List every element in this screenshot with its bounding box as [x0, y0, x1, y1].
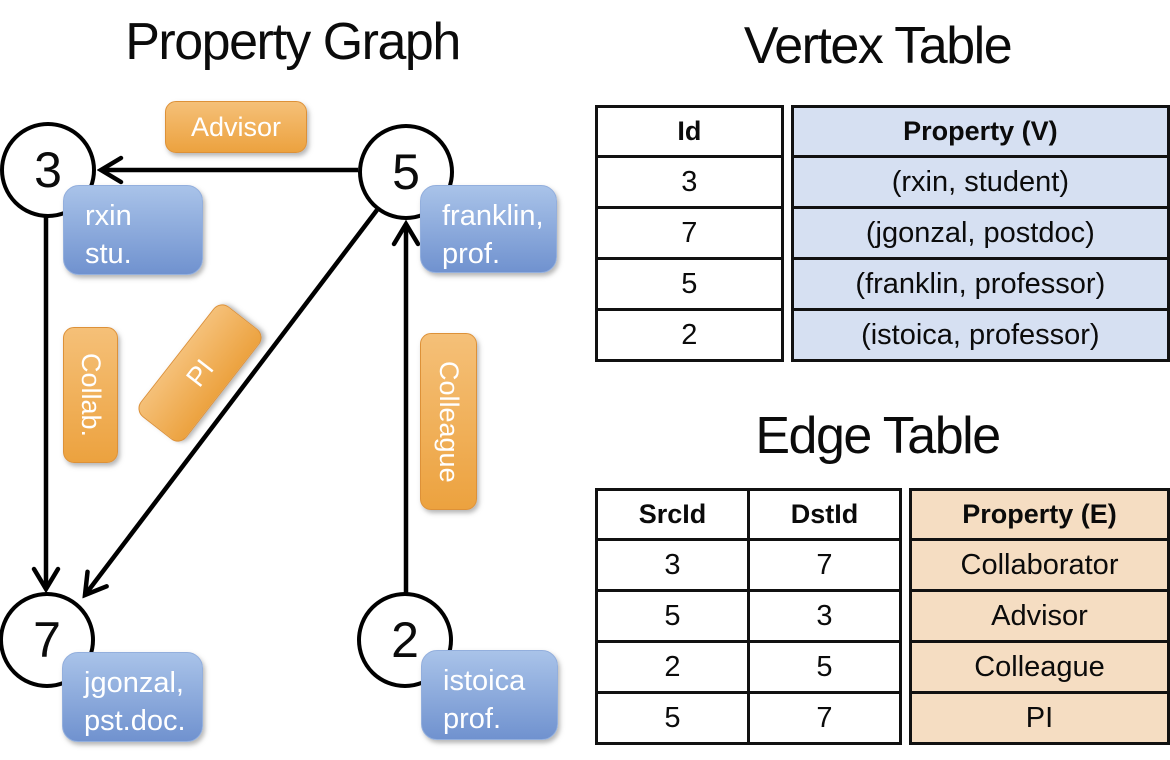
table-cell: 7 [747, 538, 902, 592]
table-cell: 7 [747, 691, 902, 745]
table-cell: 3 [595, 538, 750, 592]
table-cell: 3 [747, 589, 902, 643]
node-prop-line: istoica [443, 665, 526, 697]
edge-table-id-columns: SrcId DstId 3 7 5 3 2 5 5 7 [595, 488, 902, 745]
table-cell: 7 [595, 206, 784, 260]
node-prop-franklin: franklin, prof. [420, 185, 557, 273]
edge-table-header-property: Property (E) [909, 488, 1170, 541]
node-prop-line: jgonzal, [84, 667, 184, 699]
edge-label-text: Colleague [434, 360, 464, 483]
edge-label-text: PI [179, 353, 220, 392]
edge-table-property-column: Property (E) Collaborator Advisor Collea… [909, 488, 1170, 745]
graph-edges [0, 0, 585, 760]
table-cell: 5 [595, 691, 750, 745]
table-cell: 2 [595, 308, 784, 362]
node-id-label: 5 [392, 144, 420, 200]
node-id-label: 3 [34, 142, 62, 198]
node-prop-line: rxin [85, 200, 132, 232]
node-prop-jgonzal: jgonzal, pst.doc. [62, 652, 203, 742]
edge-table-title: Edge Table [755, 407, 1001, 465]
edge-label-advisor: Advisor [165, 101, 307, 153]
graph-node-2: 2 [357, 592, 453, 688]
vertex-table-header-property: Property (V) [790, 105, 1170, 158]
node-id-label: 7 [33, 612, 61, 668]
edge-table: SrcId DstId 3 7 5 3 2 5 5 7 Property (E)… [595, 488, 1170, 745]
vertex-table-id-column: Id 3 7 5 2 [595, 105, 784, 362]
graph-node-5: 5 [358, 124, 454, 220]
edge-label-collab: Collab. [63, 327, 118, 463]
node-prop-line: pst.doc. [84, 705, 186, 737]
table-cell: (rxin, student) [790, 155, 1170, 209]
table-cell: PI [909, 691, 1170, 745]
table-cell: (franklin, professor) [790, 257, 1170, 311]
vertex-table-title: Vertex Table [743, 17, 1013, 75]
table-cell: (jgonzal, postdoc) [790, 206, 1170, 260]
table-cell: (istoica, professor) [790, 308, 1170, 362]
node-prop-istoica: istoica prof. [421, 650, 558, 740]
node-prop-line: prof. [443, 703, 502, 735]
table-cell: 5 [747, 640, 902, 694]
node-prop-line: prof. [442, 238, 501, 270]
table-cell: 5 [595, 257, 784, 311]
table-cell: Advisor [909, 589, 1170, 643]
node-prop-line: franklin, [442, 200, 544, 232]
edge-table-header-dstid: DstId [747, 488, 902, 541]
edge-label-text: Collab. [76, 352, 106, 438]
table-cell: 2 [595, 640, 750, 694]
property-graph-title: Property Graph [125, 13, 461, 71]
edge-label-colleague: Colleague [420, 333, 477, 510]
edge-pi-line [85, 208, 379, 595]
vertex-table: Id 3 7 5 2 Property (V) (rxin, student) … [595, 105, 1170, 362]
node-id-label: 2 [391, 612, 419, 668]
table-cell: 5 [595, 589, 750, 643]
table-cell: Colleague [909, 640, 1170, 694]
vertex-table-property-column: Property (V) (rxin, student) (jgonzal, p… [790, 105, 1170, 362]
node-prop-line: stu. [85, 238, 132, 270]
table-cell: Collaborator [909, 538, 1170, 592]
table-cell: 3 [595, 155, 784, 209]
edge-label-text: Advisor [190, 111, 282, 142]
edge-table-header-srcid: SrcId [595, 488, 750, 541]
node-prop-rxin: rxin stu. [63, 185, 203, 275]
vertex-table-header-id: Id [595, 105, 784, 158]
